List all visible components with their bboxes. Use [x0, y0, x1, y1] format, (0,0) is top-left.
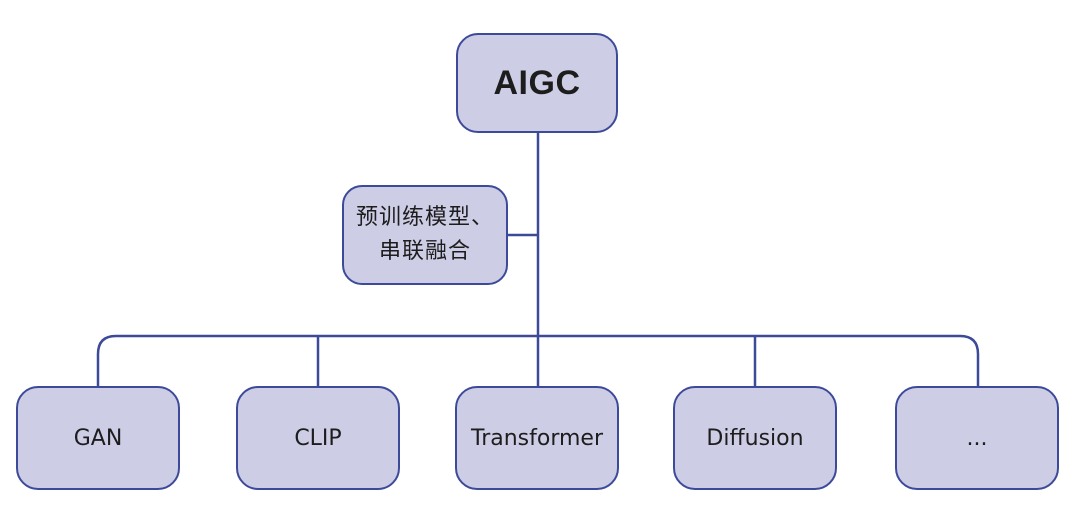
child-node-transformer: Transformer: [455, 386, 619, 490]
child-node-clip: CLIP: [236, 386, 400, 490]
child-node-diffusion: Diffusion: [673, 386, 837, 490]
child-node-more: ...: [895, 386, 1059, 490]
note-line-2: 串联融合: [378, 239, 471, 264]
child-node-gan: GAN: [16, 386, 180, 490]
note-line-1: 预训练模型、: [355, 205, 494, 230]
child-label: CLIP: [294, 425, 342, 451]
child-label: Diffusion: [706, 425, 804, 451]
root-node: AIGC: [456, 33, 618, 133]
child-label: Transformer: [470, 425, 603, 451]
child-label: GAN: [73, 425, 123, 451]
note-node: 预训练模型、 串联融合: [342, 185, 508, 285]
bus-line: [96, 334, 980, 386]
child-label: ...: [966, 425, 988, 451]
root-label: AIGC: [493, 63, 581, 102]
